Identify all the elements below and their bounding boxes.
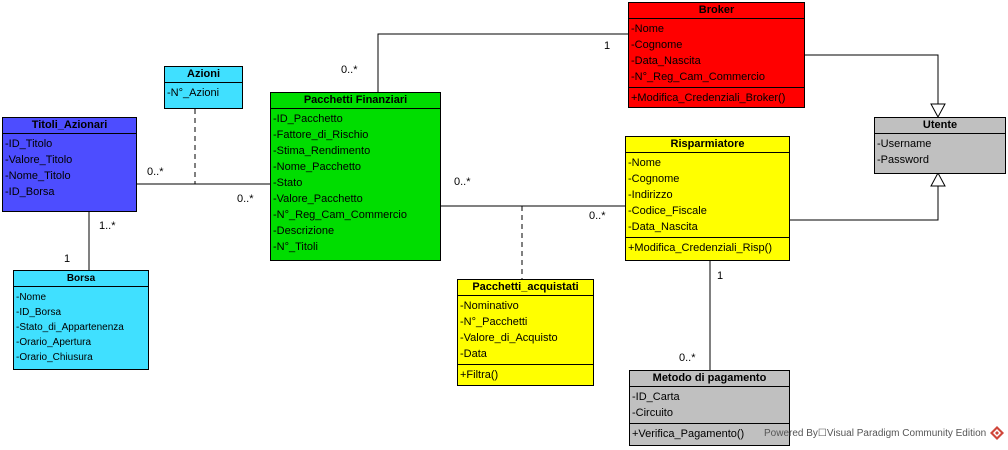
attribute: -Stato_di_Appartenenza [16, 322, 124, 333]
class-name: Broker [629, 3, 804, 19]
attribute: -ID_Carta [632, 391, 680, 403]
attribute: -Stato [273, 177, 303, 189]
class-risparmiatore[interactable]: Risparmiatore -Nome -Cognome -Indirizzo … [625, 136, 790, 261]
operation: +Modifica_Credenziali_Broker() [631, 92, 786, 104]
attribute: -Cognome [631, 39, 683, 51]
attribute: -N°_Pacchetti [460, 316, 528, 328]
attribute: -ID_Titolo [5, 138, 53, 150]
powered-by-footer: Powered By☐Visual Paradigm Community Edi… [764, 428, 987, 439]
operation: +Modifica_Credenziali_Risp() [628, 242, 772, 254]
attribute: -Orario_Apertura [16, 337, 92, 348]
multiplicity-pacchetti-titoli: 0..* [237, 193, 254, 205]
multiplicity-metodo: 0..* [679, 352, 696, 364]
attribute: -Valore_Titolo [5, 154, 73, 166]
attribute: -Username [877, 138, 932, 150]
attribute: -N°_Reg_Cam_Commercio [631, 71, 765, 83]
attribute: -N°_Azioni [167, 87, 220, 99]
operations: +Verifica_Pagamento() [630, 424, 789, 444]
attributes: -ID_Carta -Circuito [630, 387, 789, 424]
attributes: -Nome -Cognome -Indirizzo -Codice_Fiscal… [626, 153, 789, 238]
attribute: -Cognome [628, 173, 680, 185]
class-borsa[interactable]: Borsa -Nome -ID_Borsa -Stato_di_Apparten… [13, 270, 149, 370]
class-name: Risparmiatore [626, 137, 789, 153]
multiplicity-pacchetti-broker: 0..* [341, 64, 358, 76]
multiplicity-pacchetti-risp: 0..* [454, 176, 471, 188]
assoc-pacchetti-broker [377, 33, 629, 92]
class-name: Titoli_Azionari [3, 118, 136, 134]
attribute: -Nominativo [460, 300, 519, 312]
gen-arrow-broker [930, 103, 946, 119]
multiplicity-titoli-azioni: 0..* [147, 166, 164, 178]
operation: +Verifica_Pagamento() [632, 428, 745, 440]
attributes: -Nome -Cognome -Data_Nascita -N°_Reg_Cam… [629, 19, 804, 88]
class-metodo-di-pagamento[interactable]: Metodo di pagamento -ID_Carta -Circuito … [629, 370, 790, 446]
attribute: -Nome [628, 157, 662, 169]
operations: +Filtra() [458, 365, 593, 385]
attribute: -Nome_Titolo [5, 170, 71, 182]
attributes: -N°_Azioni [165, 83, 242, 103]
attribute: -Valore_di_Acquisto [460, 332, 558, 344]
attribute: -Valore_Pacchetto [273, 193, 363, 205]
attributes: -ID_Titolo -Valore_Titolo -Nome_Titolo -… [3, 134, 136, 202]
attributes: -Nominativo -N°_Pacchetti -Valore_di_Acq… [458, 296, 593, 365]
attribute: -Circuito [632, 407, 673, 419]
visual-paradigm-logo-icon [990, 426, 1004, 440]
gen-arrow-risp [930, 171, 946, 187]
class-utente[interactable]: Utente -Username -Password [874, 117, 1006, 174]
attributes: -ID_Pacchetto -Fattore_di_Rischio -Stima… [271, 109, 440, 257]
attribute: -Stima_Rendimento [273, 145, 371, 157]
attribute: -Data_Nascita [628, 221, 698, 233]
class-name: Azioni [165, 67, 242, 83]
attribute: -Indirizzo [628, 189, 673, 201]
multiplicity-broker: 1 [604, 40, 611, 52]
class-broker[interactable]: Broker -Nome -Cognome -Data_Nascita -N°_… [628, 2, 805, 108]
attribute: -N°_Reg_Cam_Commercio [273, 209, 407, 221]
class-azioni[interactable]: Azioni -N°_Azioni [164, 66, 243, 109]
multiplicity-borsa: 1 [64, 253, 71, 265]
attribute: -Nome [631, 23, 665, 35]
class-name: Metodo di pagamento [630, 371, 789, 387]
attribute: -Password [877, 154, 929, 166]
attribute: -N°_Titoli [273, 241, 318, 253]
multiplicity-titoli-borsa: 1..* [99, 220, 116, 232]
attribute: -Orario_Chiusura [16, 352, 93, 363]
attribute: -ID_Borsa [16, 307, 62, 318]
attribute: -Nome_Pacchetto [273, 161, 362, 173]
operation: +Filtra() [460, 369, 499, 381]
class-titoli-azionari[interactable]: Titoli_Azionari -ID_Titolo -Valore_Titol… [2, 117, 137, 212]
operations: +Modifica_Credenziali_Broker() [629, 88, 804, 108]
class-name: Pacchetti_acquistati [458, 280, 593, 296]
class-name: Borsa [14, 271, 148, 287]
multiplicity-risp-pacchetti: 0..* [589, 210, 606, 222]
attribute: -Fattore_di_Rischio [273, 129, 369, 141]
gen-broker-utente [804, 54, 939, 108]
gen-risp-utente [790, 186, 939, 221]
class-name: Utente [875, 118, 1005, 134]
attribute: -ID_Pacchetto [273, 113, 343, 125]
attribute: -Codice_Fiscale [628, 205, 707, 217]
attribute: -ID_Borsa [5, 186, 55, 198]
class-pacchetti-acquistati[interactable]: Pacchetti_acquistati -Nominativo -N°_Pac… [457, 279, 594, 386]
operations: +Modifica_Credenziali_Risp() [626, 238, 789, 258]
class-pacchetti-finanziari[interactable]: Pacchetti Finanziari -ID_Pacchetto -Fatt… [270, 92, 441, 261]
attribute: -Data_Nascita [631, 55, 701, 67]
attribute: -Descrizione [273, 225, 335, 237]
attributes: -Username -Password [875, 134, 1005, 170]
multiplicity-risp-metodo: 1 [717, 270, 724, 282]
attribute: -Data [460, 348, 487, 360]
class-name: Pacchetti Finanziari [271, 93, 440, 109]
attributes: -Nome -ID_Borsa -Stato_di_Appartenenza -… [14, 287, 148, 367]
attribute: -Nome [16, 292, 47, 303]
